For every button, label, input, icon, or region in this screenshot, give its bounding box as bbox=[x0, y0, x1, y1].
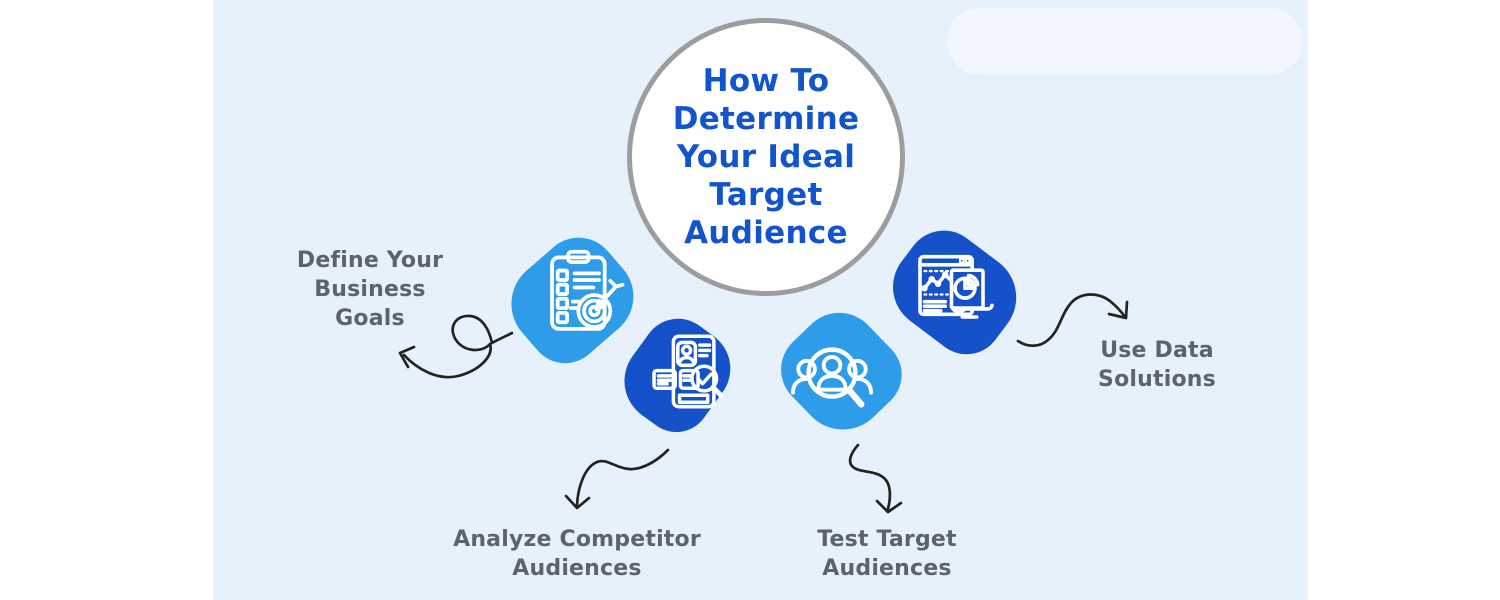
label-use-data-solutions: Use Data Solutions bbox=[1098, 338, 1216, 392]
audience-magnifier-icon bbox=[783, 334, 881, 418]
profile-search-icon bbox=[647, 330, 735, 420]
checklist-target-icon bbox=[537, 247, 631, 343]
top-right-highlight-strip bbox=[947, 8, 1303, 74]
label-define-business-goals: Define Your Business Goals bbox=[296, 248, 444, 331]
data-analytics-icon bbox=[911, 244, 1001, 336]
page-title: How To Determine Your Ideal Target Audie… bbox=[672, 63, 860, 251]
label-analyze-competitor-audiences: Analyze Competitor Audiences bbox=[453, 527, 701, 581]
label-test-target-audiences: Test Target Audiences bbox=[817, 527, 957, 581]
central-title-circle: How To Determine Your Ideal Target Audie… bbox=[627, 18, 905, 296]
